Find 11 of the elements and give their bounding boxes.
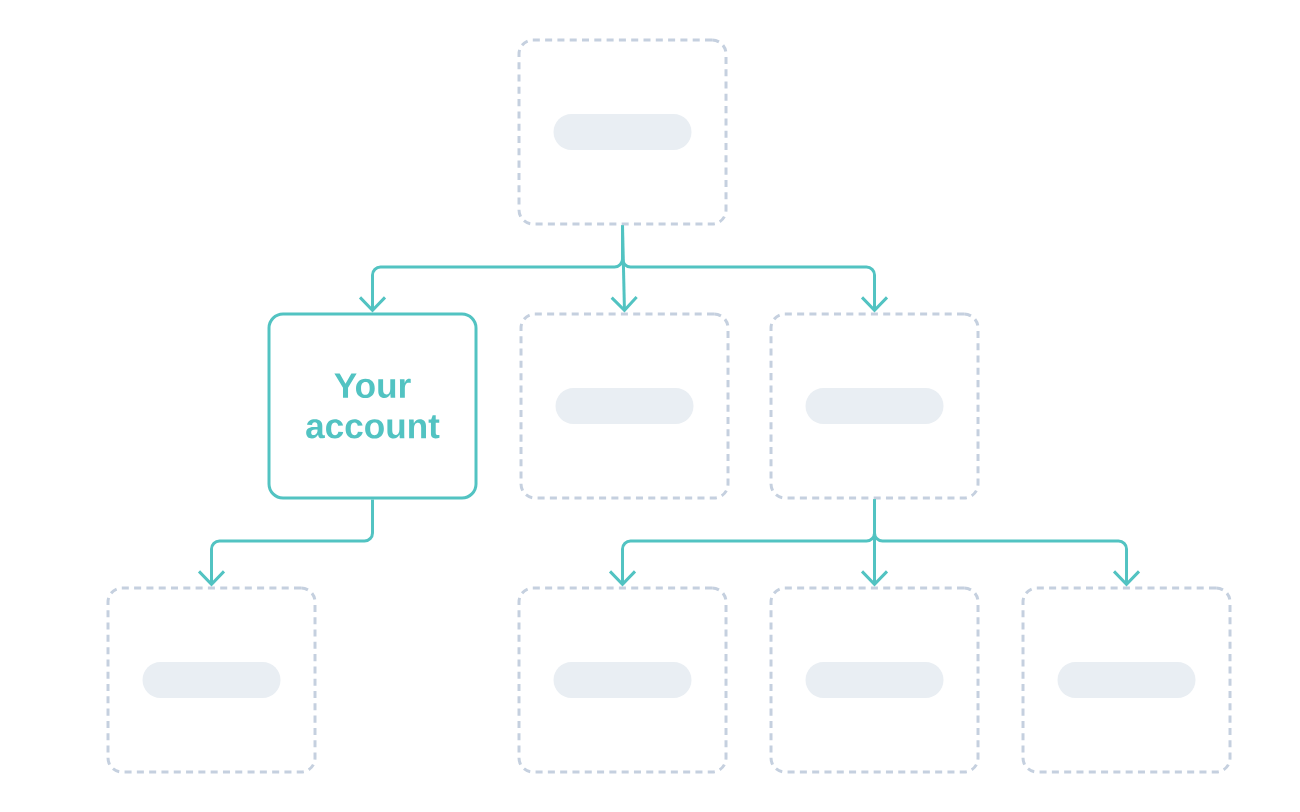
- placeholder-box: [769, 312, 980, 500]
- account-box: Your account: [267, 312, 478, 500]
- placeholder-box: [1021, 586, 1232, 774]
- arrow: [621, 225, 889, 313]
- arrow: [873, 499, 1141, 587]
- placeholder-box: [517, 38, 728, 226]
- placeholder-box: [519, 312, 730, 500]
- placeholder-box: [106, 586, 317, 774]
- placeholder-box: [517, 586, 728, 774]
- placeholder-box: [769, 586, 980, 774]
- arrow: [197, 499, 374, 587]
